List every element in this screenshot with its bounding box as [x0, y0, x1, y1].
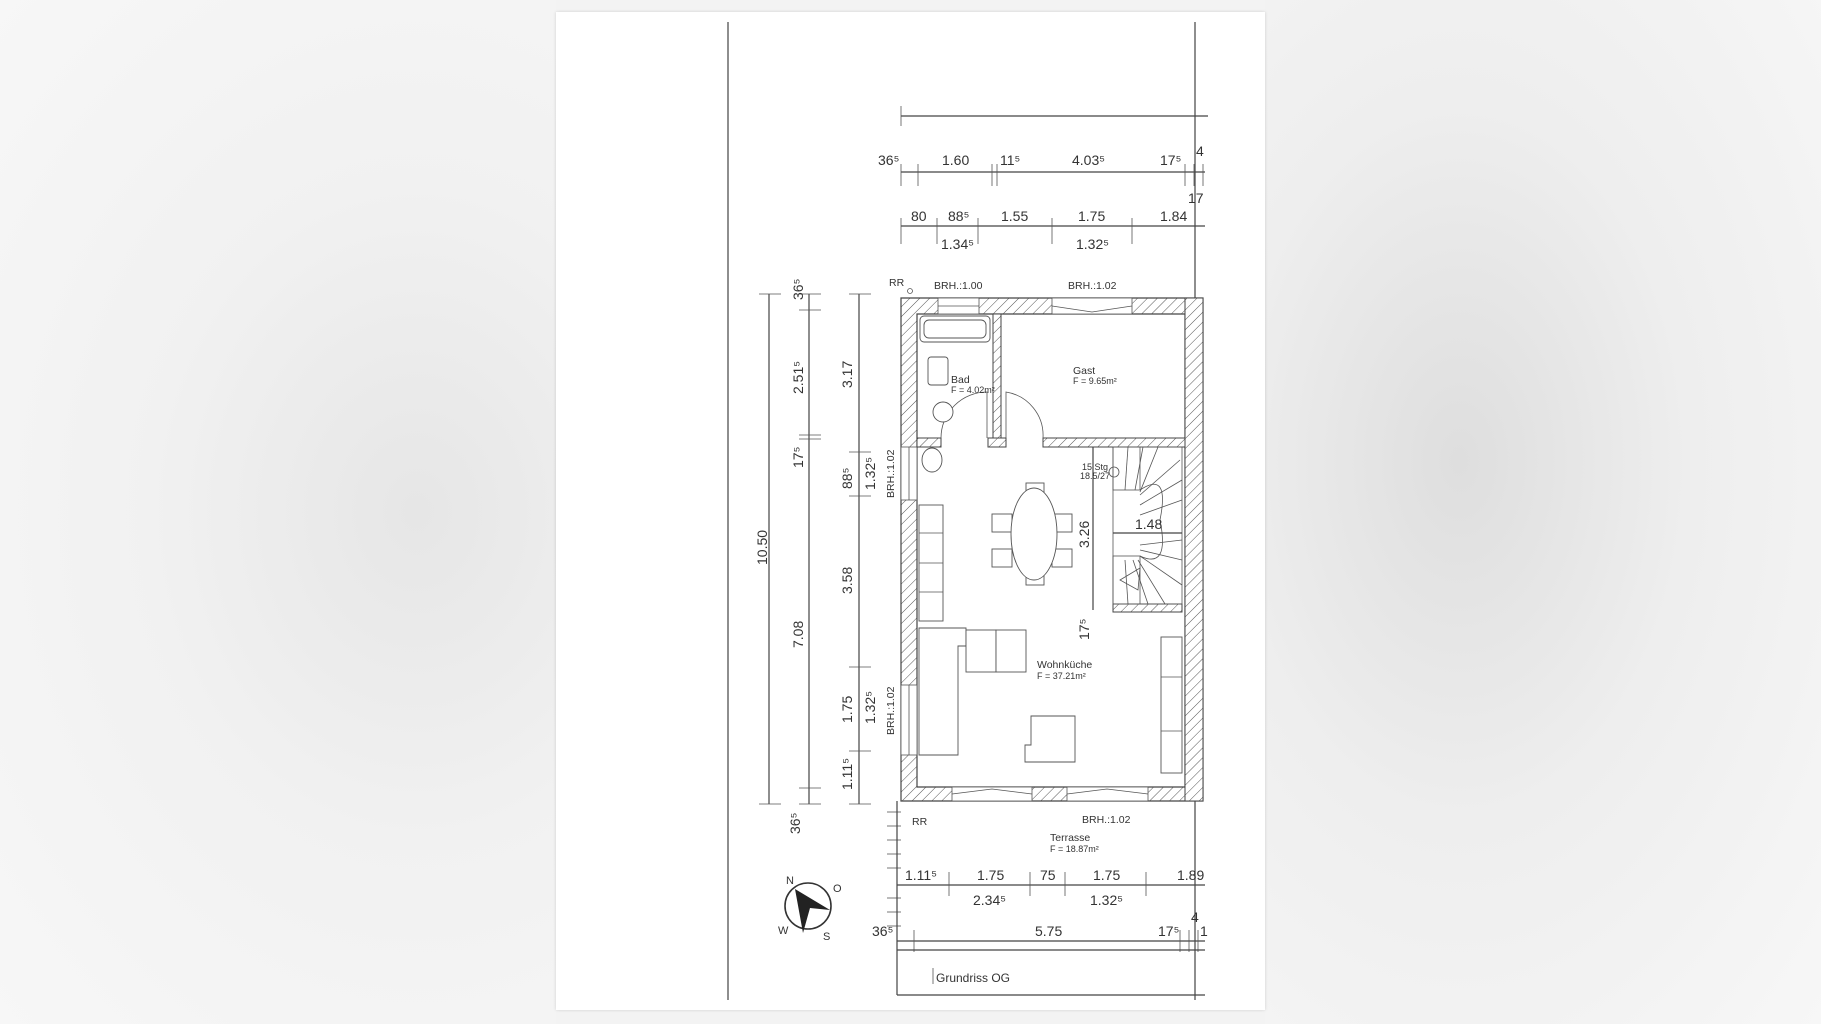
dim-bottom-3-e: 1 [1200, 923, 1208, 939]
room-terrasse-name: Terrasse [1050, 832, 1090, 844]
gast-door-swing [1005, 391, 1044, 439]
dim-top-2-c: 1.55 [1001, 208, 1028, 224]
dim-bottom-1-e: 1.89 [1177, 867, 1204, 883]
dim-top-1-f: 4 [1196, 143, 1204, 159]
dining-table [991, 482, 1073, 586]
room-gast-name: Gast [1073, 365, 1095, 377]
dim-bottom-2-b: 1.32⁵ [1090, 892, 1123, 908]
dim-top-1-g: 17 [1188, 190, 1204, 206]
stairs-ratio: 18.5/27 [1080, 471, 1110, 481]
dim-bottom-3-a: 36⁵ [872, 923, 893, 939]
dim-top-3-b: 1.32⁵ [1076, 236, 1109, 252]
armchair [1024, 715, 1076, 763]
dim-left-mid-c: 17⁵ [790, 447, 806, 468]
dim-bottom-1-d: 1.75 [1093, 867, 1120, 883]
blurred-background-right [1265, 0, 1821, 1024]
dim-bottom-3-c: 17⁵ [1158, 923, 1179, 939]
marker-rr-top: RR [889, 277, 905, 289]
dim-top-1-c: 11⁵ [1000, 152, 1020, 168]
dim-left-mid-b: 2.51⁵ [790, 361, 806, 394]
dim-top-1-e: 17⁵ [1160, 152, 1181, 168]
dim-left-inner-c: 3.58 [839, 567, 855, 594]
stairs-length: 3.26 [1076, 521, 1092, 548]
compass-n: N [786, 875, 794, 887]
dim-left-inner-g: 1.32⁵ [862, 691, 878, 724]
dim-top-2-a: 80 [911, 208, 927, 224]
top-dimensions: 36⁵ 1.60 11⁵ 4.03⁵ 17⁵ 4 17 80 88⁵ 1.55 … [878, 106, 1208, 252]
marker-rr-bottom: RR [912, 816, 928, 828]
stairs-steps: 15 Stg [1082, 462, 1108, 472]
dim-left-total: 10.50 [754, 530, 770, 565]
plan-title: Grundriss OG [936, 971, 1010, 985]
staircase [1092, 446, 1183, 610]
dim-bottom-1-b: 1.75 [977, 867, 1004, 883]
sill-bottom: BRH.:1.02 [1082, 814, 1131, 826]
sill-top-gast: BRH.:1.02 [1068, 280, 1117, 292]
dim-top-2-d: 1.75 [1078, 208, 1105, 224]
bottom-dimensions: 1.11⁵ 1.75 75 1.75 1.89 2.34⁵ 1.32⁵ 36⁵ … [872, 801, 1208, 996]
corner-sofa [918, 627, 967, 756]
stairs-width: 1.48 [1135, 516, 1162, 532]
compass-icon: N O W S [778, 875, 842, 943]
sill-left-upper: BRH.:1.02 [885, 449, 897, 498]
dim-bottom-1-c: 75 [1040, 867, 1056, 883]
windows [900, 297, 1149, 802]
dim-top-1-a: 36⁵ [878, 152, 899, 168]
dim-top-2-e: 1.84 [1160, 208, 1187, 224]
dim-top-1-b: 1.60 [942, 152, 969, 168]
dim-bottom-1-a: 1.11⁵ [905, 867, 937, 883]
dim-left-inner-e: 1.11⁵ [839, 758, 855, 790]
dim-left-inner-d: 1.75 [839, 696, 855, 723]
room-bad-name: Bad [951, 374, 970, 386]
room-terrasse-area: F = 18.87m² [1050, 844, 1099, 854]
dim-left-mid-a: 36⁵ [790, 279, 806, 300]
dim-left-inner-a: 3.17 [839, 361, 855, 388]
kitchen-sink-icon [921, 447, 943, 473]
bathroom-fixtures [919, 315, 991, 473]
washbasin-icon [927, 356, 949, 386]
dim-left-mid-d: 7.08 [790, 621, 806, 648]
sideboard [1160, 636, 1183, 774]
interior-walls [916, 313, 1186, 613]
dim-left-inner-b: 88⁵ [839, 468, 855, 489]
dim-bottom-3-d: 4 [1191, 909, 1199, 925]
room-wohnkueche-name: Wohnküche [1037, 659, 1092, 671]
toilet-icon [932, 401, 954, 423]
room-bad-area: F = 4.02m² [951, 385, 995, 395]
dim-left-mid-e: 36⁵ [787, 813, 803, 834]
blurred-background-left [0, 0, 556, 1024]
dim-top-1-d: 4.03⁵ [1072, 152, 1105, 168]
dim-left-inner-f: 1.32⁵ [862, 457, 878, 490]
dim-bottom-3-b: 5.75 [1035, 923, 1062, 939]
stairs-gap: 17⁵ [1076, 619, 1092, 640]
dim-top-3-a: 1.34⁵ [941, 236, 974, 252]
dim-top-2-b: 88⁵ [948, 208, 969, 224]
living-furniture [918, 482, 1183, 774]
compass-s: S [823, 931, 830, 943]
left-dimensions: 10.50 36⁵ 2.51⁵ 17⁵ 7.08 36⁵ 3.17 88⁵ 3.… [754, 279, 878, 834]
sill-top-bad: BRH.:1.00 [934, 280, 983, 292]
bad-door-swing [940, 391, 988, 439]
room-gast-area: F = 9.65m² [1073, 376, 1117, 386]
compass-o: O [833, 883, 842, 895]
sill-left-lower: BRH.:1.02 [885, 686, 897, 735]
dim-bottom-2-a: 2.34⁵ [973, 892, 1006, 908]
room-wohnkueche-area: F = 37.21m² [1037, 671, 1086, 681]
compass-w: W [778, 925, 789, 937]
